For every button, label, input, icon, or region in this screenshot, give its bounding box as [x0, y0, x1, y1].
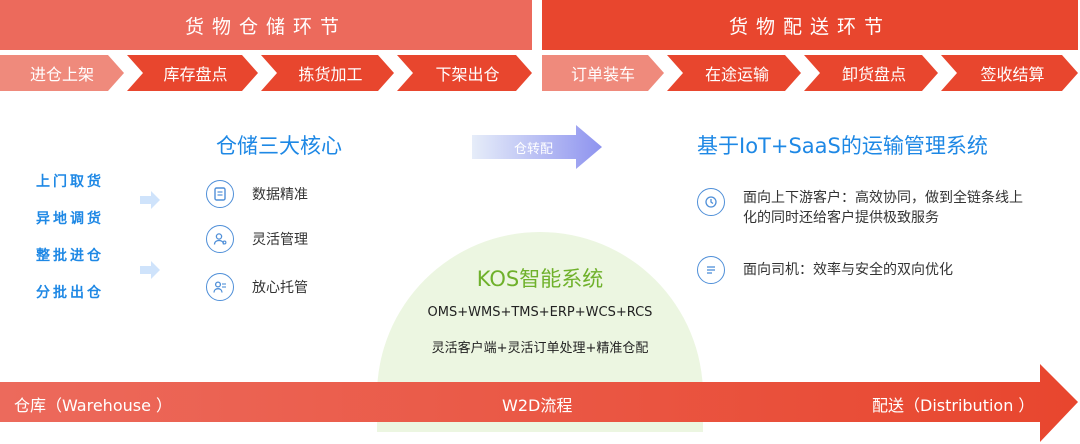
transfer-arrow-icon — [472, 125, 602, 169]
delivery-stage-banner: 货物配送环节 — [542, 0, 1078, 50]
clock-refresh-icon — [697, 188, 725, 216]
trust-user-icon — [206, 273, 234, 301]
inbound-method: 整批进仓 — [36, 248, 104, 264]
storage-core-label: 放心托管 — [252, 280, 308, 296]
user-gear-icon — [206, 225, 234, 253]
storage-core-label: 灵活管理 — [252, 232, 308, 248]
delivery-step: 在途运输 — [667, 55, 801, 91]
transport-system-title: 基于IoT+SaaS的运输管理系统 — [697, 134, 988, 158]
transport-system-item: 面向司机：效率与安全的双向优化 — [697, 256, 1023, 284]
list-lines-icon — [697, 256, 725, 284]
data-doc-icon — [206, 180, 234, 208]
kos-modules: OMS+WMS+TMS+ERP+WCS+RCS — [427, 305, 653, 320]
kos-title: KOS智能系统 — [476, 267, 604, 291]
storage-stage-banner: 货物仓储环节 — [0, 0, 532, 50]
transfer-arrow-label: 仓转配 — [514, 142, 554, 157]
flow-bar-right: 配送（Distribution ） — [872, 396, 1035, 415]
transport-system-text: 面向司机：效率与安全的双向优化 — [743, 262, 953, 278]
storage-core-item: 放心托管 — [206, 273, 308, 301]
storage-core-item: 数据精准 — [206, 180, 308, 208]
delivery-step: 卸货盘点 — [804, 55, 938, 91]
small-arrow-icon — [140, 191, 160, 209]
storage-step: 下架出仓 — [397, 55, 532, 91]
small-arrow-icon — [140, 261, 160, 279]
transport-system-item: 面向上下游客户：高效协同，做到全链条线上化的同时还给客户提供极致服务 — [697, 188, 1023, 228]
flow-bar — [0, 364, 1078, 442]
storage-step: 库存盘点 — [127, 55, 258, 91]
kos-features: 灵活客户端+灵活订单处理+精准仓配 — [431, 341, 649, 356]
inbound-method: 上门取货 — [36, 174, 104, 190]
flow-bar-center: W2D流程 — [502, 396, 573, 415]
delivery-step: 订单装车 — [542, 55, 664, 91]
inbound-method: 异地调货 — [36, 211, 104, 227]
delivery-step: 签收结算 — [941, 55, 1078, 91]
transport-system-text: 面向上下游客户：高效协同，做到全链条线上化的同时还给客户提供极致服务 — [743, 190, 1023, 226]
flow-bar-left: 仓库（Warehouse ） — [14, 396, 173, 415]
storage-step: 进仓上架 — [0, 55, 124, 91]
storage-core-item: 灵活管理 — [206, 225, 308, 253]
storage-core-label: 数据精准 — [252, 187, 308, 203]
storage-core-title: 仓储三大核心 — [216, 134, 342, 158]
inbound-method: 分批出仓 — [36, 285, 104, 301]
storage-step: 拣货加工 — [261, 55, 394, 91]
inbound-methods-list: 上门取货 异地调货 整批进仓 分批出仓 — [36, 170, 146, 318]
